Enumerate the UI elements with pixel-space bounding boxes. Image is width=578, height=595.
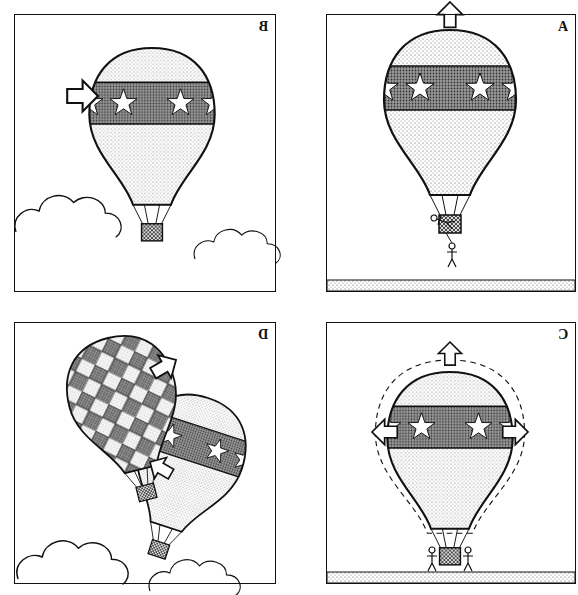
panel: D	[14, 322, 276, 584]
panel: B	[14, 14, 276, 292]
panel-a-art	[327, 2, 575, 291]
panel: A	[326, 14, 576, 292]
panel-letter: D	[256, 327, 270, 343]
panel-d-art	[17, 325, 271, 595]
panel-c-art	[327, 342, 575, 583]
panel-letter: C	[556, 327, 570, 343]
panel: C	[326, 322, 576, 584]
panel-b-art	[15, 48, 280, 263]
panel-letter: A	[556, 19, 570, 35]
panel-letter: B	[257, 19, 270, 35]
